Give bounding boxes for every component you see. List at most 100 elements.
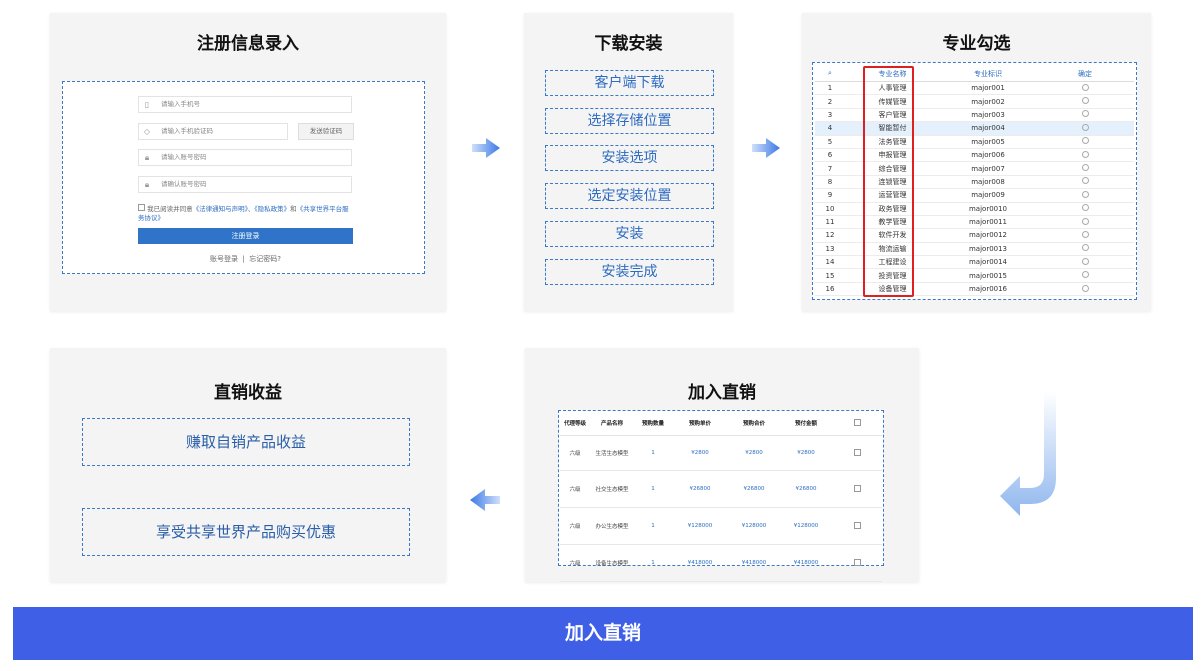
radio-icon[interactable]: [1081, 257, 1089, 265]
privacy-link[interactable]: 《隐私政策》: [254, 205, 291, 213]
select-all-checkbox[interactable]: [832, 411, 882, 436]
row-number: 14: [815, 255, 845, 270]
phone-field[interactable]: ▯ 请输入手机号: [138, 96, 352, 113]
radio-icon[interactable]: [1081, 97, 1089, 105]
radio-icon[interactable]: [1081, 150, 1089, 158]
step-install[interactable]: 安装: [545, 221, 714, 247]
divider: |: [242, 255, 245, 263]
confirm-radio[interactable]: [1036, 228, 1134, 243]
confirm-radio[interactable]: [1036, 202, 1134, 216]
radio-icon[interactable]: [1081, 164, 1089, 172]
bottom-links: 账号登录 | 忘记密码?: [138, 254, 353, 264]
radio-icon[interactable]: [1081, 284, 1089, 292]
confirm-radio[interactable]: [1036, 188, 1134, 203]
prepay: ¥128000: [780, 507, 832, 545]
confirm-radio[interactable]: [1036, 161, 1134, 176]
arrow-right-icon: [752, 138, 780, 158]
major-name: 工程建设: [845, 255, 940, 270]
checkbox-icon[interactable]: [853, 484, 861, 492]
radio-icon[interactable]: [1081, 110, 1089, 118]
step-complete[interactable]: 安装完成: [545, 259, 714, 285]
unit-price: ¥128000: [672, 507, 728, 545]
radio-icon[interactable]: [1081, 83, 1089, 91]
step-location[interactable]: 选定安装位置: [545, 183, 714, 209]
password-field[interactable]: 🔒︎ 请输入账号密码: [138, 149, 352, 166]
code-field[interactable]: ◇ 请输入手机验证码: [138, 123, 288, 140]
confirm-radio[interactable]: [1036, 121, 1134, 136]
radio-icon[interactable]: [1081, 177, 1089, 185]
forgot-password-link[interactable]: 忘记密码?: [249, 255, 281, 263]
search-icon[interactable]: ⌕: [815, 66, 845, 82]
agree-checkbox[interactable]: [138, 204, 145, 211]
table-header-row: 代理等级 产品名称 预购数量 预购单价 预购合价 预付金额: [560, 411, 882, 436]
major-name: 法务管理: [845, 135, 940, 149]
send-code-button[interactable]: 发送验证码: [298, 123, 354, 140]
row-number: 1: [815, 81, 845, 96]
confirm-radio[interactable]: [1036, 255, 1134, 270]
major-name-highlight: [863, 66, 914, 297]
confirm-radio[interactable]: [1036, 215, 1134, 230]
confirm-radio[interactable]: [1036, 242, 1134, 257]
row-checkbox[interactable]: [832, 507, 882, 545]
confirm-radio[interactable]: [1036, 268, 1134, 283]
confirm-radio[interactable]: [1036, 282, 1134, 297]
level: 六级: [560, 544, 590, 582]
confirm-radio[interactable]: [1036, 175, 1134, 190]
checkbox-icon[interactable]: [853, 521, 861, 529]
radio-icon[interactable]: [1081, 244, 1089, 252]
login-link[interactable]: 账号登录: [210, 255, 238, 263]
legal-notice-link[interactable]: 《法律通知与声明》: [192, 205, 248, 213]
confirm-radio[interactable]: [1036, 81, 1134, 96]
join-direct-sales-banner[interactable]: 加入直销: [13, 607, 1193, 660]
radio-icon[interactable]: [1081, 204, 1089, 212]
confirm-radio[interactable]: [1036, 108, 1134, 123]
radio-icon[interactable]: [1081, 271, 1089, 279]
row-checkbox[interactable]: [832, 470, 882, 508]
checkbox-icon[interactable]: [853, 448, 861, 456]
confirm-radio[interactable]: [1036, 94, 1134, 109]
row-checkbox[interactable]: [832, 544, 882, 582]
confirm-password-field[interactable]: 🔒︎ 请确认账号密码: [138, 176, 352, 193]
major-id: major007: [940, 161, 1036, 176]
row-checkbox[interactable]: [832, 435, 882, 471]
major-id: major0016: [940, 282, 1036, 297]
level: 六级: [560, 470, 590, 508]
service-agreement-link[interactable]: 《共享世界平台服务协议》: [138, 205, 349, 222]
checkbox-icon[interactable]: [853, 558, 861, 566]
arrow-curve-down-left-icon: [1000, 392, 1056, 516]
major-name: 连锁管理: [845, 175, 940, 190]
prepay: ¥26800: [780, 470, 832, 508]
radio-icon[interactable]: [1081, 123, 1089, 131]
register-button[interactable]: 注册登录: [138, 228, 353, 244]
step-download[interactable]: 客户端下载: [545, 70, 714, 96]
confirm-placeholder: 请确认账号密码: [161, 180, 207, 188]
radio-icon[interactable]: [1081, 230, 1089, 238]
step-storage[interactable]: 选择存储位置: [545, 108, 714, 134]
step-options[interactable]: 安装选项: [545, 145, 714, 171]
confirm-radio[interactable]: [1036, 135, 1134, 149]
radio-icon[interactable]: [1081, 137, 1089, 145]
confirm-radio[interactable]: [1036, 148, 1134, 163]
radio-icon[interactable]: [1081, 217, 1089, 225]
radio-icon[interactable]: [1081, 190, 1089, 198]
